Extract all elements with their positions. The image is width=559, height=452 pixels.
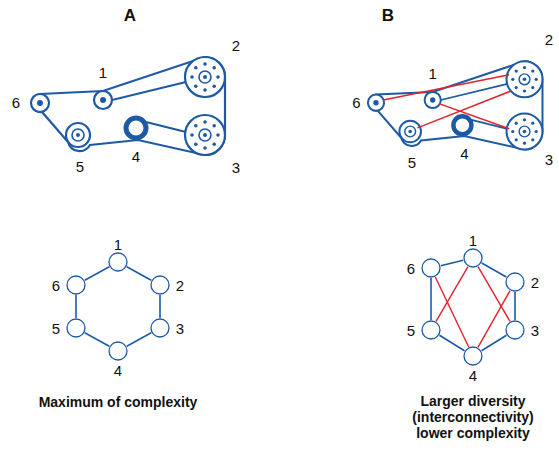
callout-number: 6 [352, 94, 360, 111]
node-number: 5 [52, 321, 60, 336]
node-number: 4 [469, 368, 477, 383]
node-number: 3 [176, 321, 184, 336]
node-circle [463, 248, 483, 268]
graph-node: 5 [66, 318, 86, 338]
ring-link [514, 292, 516, 320]
graph-node: 3 [505, 320, 525, 340]
node-circle [505, 272, 525, 292]
graph-node: 4 [108, 341, 128, 361]
ring-link [85, 333, 109, 346]
cross-link [478, 291, 510, 348]
caption: Maximum of complexity [8, 394, 228, 410]
node-circle [505, 320, 525, 340]
node-number: 4 [114, 363, 122, 378]
callout-number: 2 [545, 31, 553, 48]
ring-link [440, 335, 465, 350]
node-circle [66, 318, 86, 338]
callout-number: 3 [545, 151, 553, 168]
belt-drive-a [31, 57, 225, 155]
graph-node: 6 [421, 258, 441, 278]
ring-link [127, 333, 151, 346]
callout-number: 6 [12, 94, 20, 111]
ring-link [482, 335, 507, 350]
node-circle [463, 346, 483, 366]
ring-link [75, 295, 77, 318]
graph-node: 3 [150, 318, 170, 338]
ring-link [127, 267, 151, 280]
cross-link [435, 277, 468, 347]
graph-node: 5 [421, 320, 441, 340]
callout-number: 2 [232, 37, 240, 54]
node-number: 2 [176, 278, 184, 293]
belt-drive-b [368, 61, 543, 149]
caption: Larger diversity (interconnectivity) low… [393, 393, 553, 441]
callout-number: 1 [429, 65, 437, 82]
node-circle [150, 275, 170, 295]
node-number: 6 [407, 261, 415, 276]
ring-link [85, 267, 109, 280]
callout-number: 1 [99, 64, 107, 81]
node-number: 5 [407, 323, 415, 338]
node-number: 6 [52, 278, 60, 293]
node-number: 1 [114, 237, 122, 252]
graph-node: 1 [463, 248, 483, 268]
graph-node: 1 [108, 252, 128, 272]
callout-number: 4 [132, 148, 140, 165]
callout-number: 5 [408, 154, 416, 171]
node-circle [66, 275, 86, 295]
panel-letter: A [124, 6, 136, 26]
ring-link [430, 278, 432, 320]
callout-number: 5 [76, 158, 84, 175]
ring-link [441, 260, 464, 265]
callout-number: 4 [460, 145, 468, 162]
node-number: 3 [531, 323, 539, 338]
ring-link [482, 263, 507, 277]
graph-node: 2 [505, 272, 525, 292]
node-circle [150, 318, 170, 338]
graph-node: 2 [150, 275, 170, 295]
node-number: 2 [531, 275, 539, 290]
node-circle [108, 341, 128, 361]
callout-number: 3 [232, 159, 240, 176]
node-number: 1 [469, 233, 477, 248]
panel-letter: B [382, 6, 394, 26]
node-circle [108, 252, 128, 272]
graph-node: 6 [66, 275, 86, 295]
node-circle [421, 258, 441, 278]
node-circle [421, 320, 441, 340]
graph-node: 4 [463, 346, 483, 366]
ring-link [159, 295, 161, 318]
cross-link [478, 267, 510, 322]
